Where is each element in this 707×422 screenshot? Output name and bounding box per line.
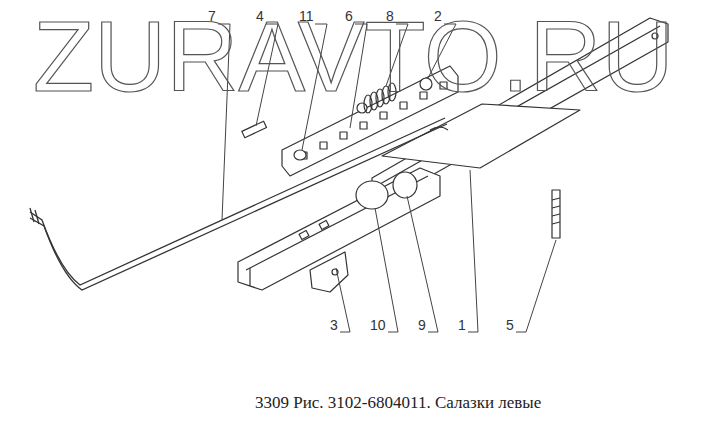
figure-caption: 3309 Рис. 3102-6804011. Салазки левые (255, 394, 541, 411)
watermark: ZURAVTO.RU (33, 6, 674, 106)
callout-number: 8 (386, 9, 394, 23)
callout-number: 1 (458, 318, 466, 332)
callout-number: 10 (370, 318, 386, 332)
callout-number: 7 (208, 9, 216, 23)
callout-number: 3 (330, 318, 338, 332)
callout-number: 9 (418, 318, 426, 332)
callout-number: 11 (299, 9, 314, 23)
callout-number: 4 (256, 9, 264, 23)
callout-number: 5 (506, 318, 514, 332)
callout-number: 6 (345, 9, 353, 23)
callout-number: 2 (434, 9, 442, 23)
